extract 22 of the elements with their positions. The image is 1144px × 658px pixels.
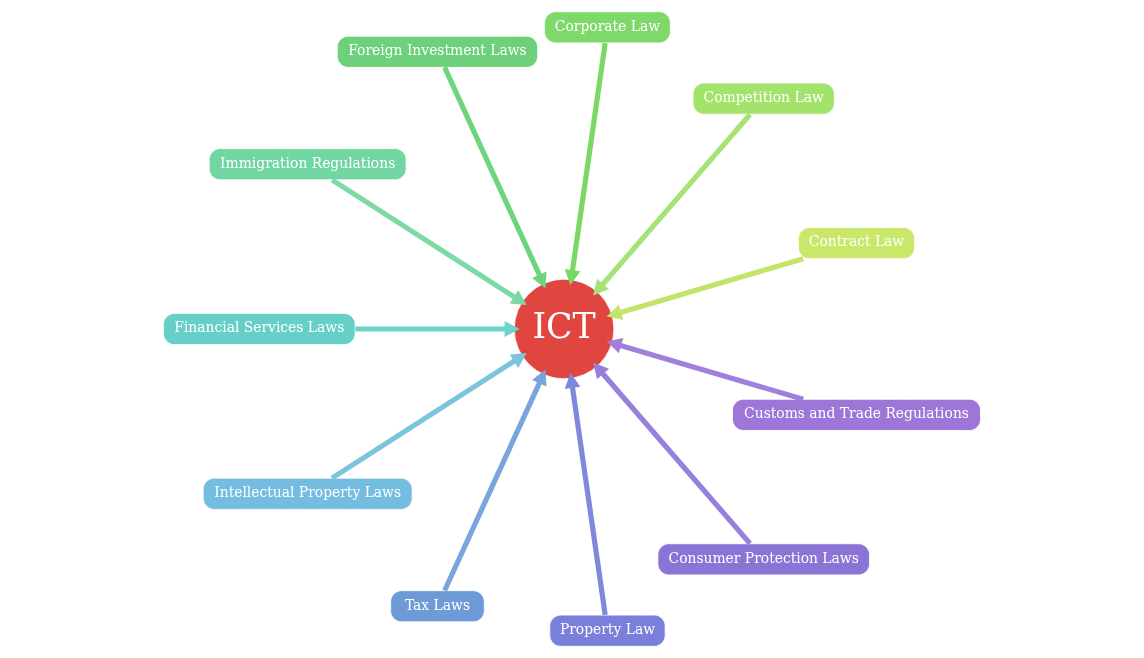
arrow (442, 66, 547, 289)
arrow (606, 338, 804, 402)
node-box: Immigration Regulations (208, 148, 407, 181)
arrow (330, 177, 527, 305)
arrow (564, 42, 608, 286)
node-box: Consumer Protection Laws (657, 543, 870, 576)
node-box: Competition Law (692, 82, 835, 115)
node-box: Tax Laws (390, 590, 485, 623)
arrow (606, 256, 804, 320)
node-box: Customs and Trade Regulations (732, 398, 981, 431)
arrow (330, 353, 527, 481)
node-box: Financial Services Laws (163, 312, 356, 346)
node-box: Foreign Investment Laws (336, 35, 539, 68)
arrow (442, 369, 547, 592)
node-box: Corporate Law (544, 11, 671, 44)
node-box: Contract Law (798, 227, 916, 260)
node-box: Property Law (549, 614, 666, 647)
arrow (564, 372, 608, 616)
arrow (355, 321, 520, 337)
arrow (593, 362, 752, 546)
node-box: Intellectual Property Laws (202, 477, 413, 510)
arrow (593, 112, 752, 296)
